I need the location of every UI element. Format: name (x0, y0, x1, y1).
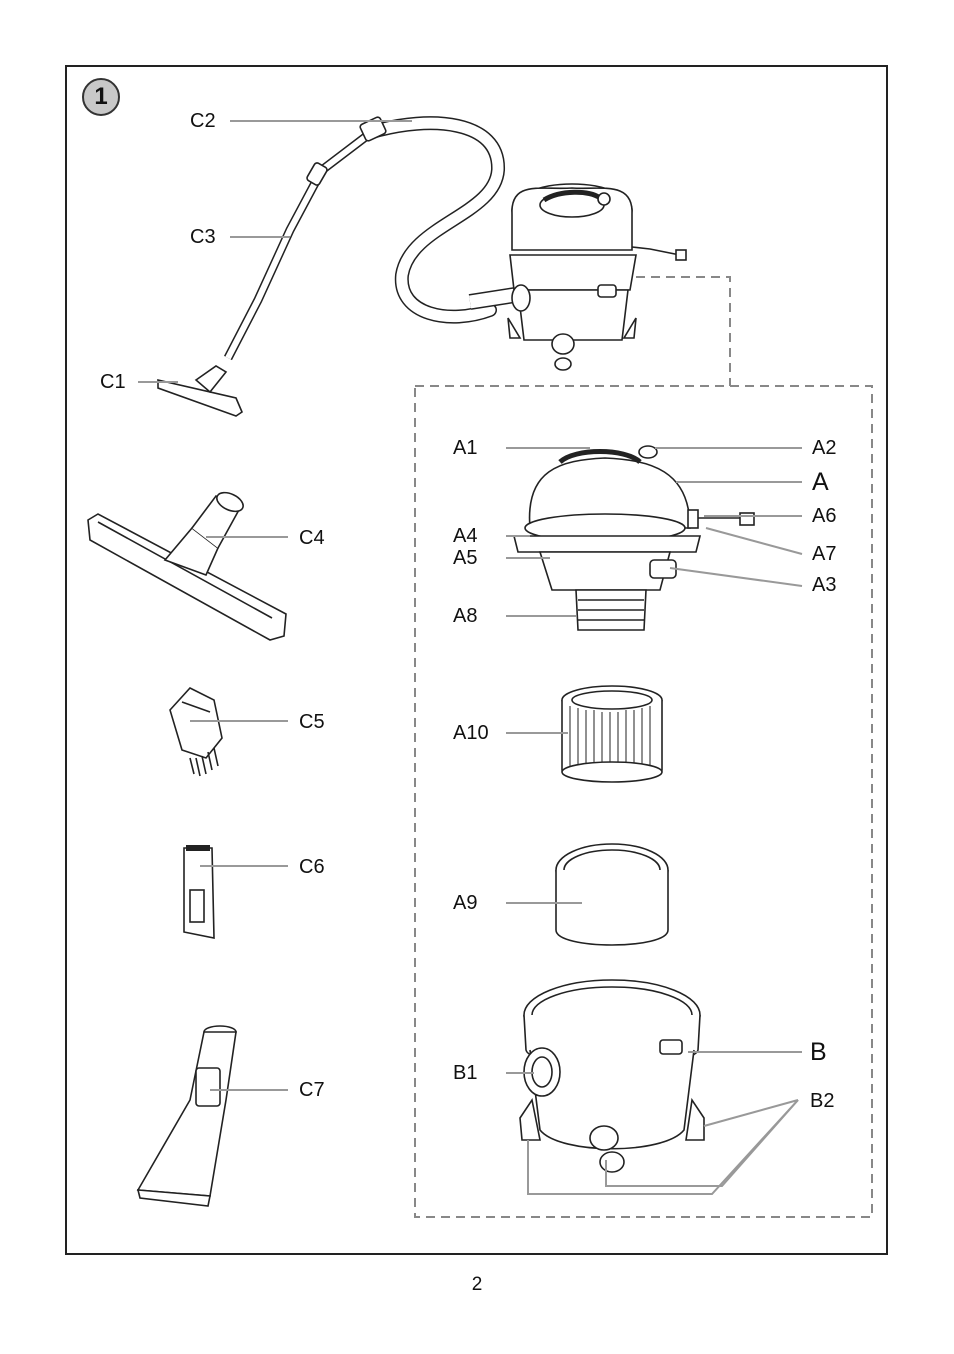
page-number: 2 (471, 1274, 483, 1295)
label-a9: A9 (453, 892, 478, 914)
label-b: B (810, 1038, 827, 1066)
label-a6: A6 (812, 505, 837, 527)
label-a1: A1 (453, 437, 478, 459)
assembled-vacuum (157, 116, 687, 417)
floor-nozzle (157, 378, 243, 417)
label-c6: C6 (299, 856, 325, 878)
label-c2: C2 (190, 110, 216, 132)
label-c3: C3 (190, 226, 216, 248)
figure-number-badge: 1 (82, 78, 120, 116)
label-a5: A5 (453, 547, 478, 569)
upholstery-nozzle-c7 (136, 1025, 237, 1207)
label-c5: C5 (299, 711, 325, 733)
floor-nozzle-c4 (87, 491, 287, 641)
label-a7: A7 (812, 543, 837, 565)
cartridge-filter (561, 685, 663, 783)
label-c7: C7 (299, 1079, 325, 1101)
dusting-brush-c5 (169, 687, 223, 777)
label-a: A (812, 468, 829, 496)
label-b1: B1 (453, 1062, 478, 1084)
label-a4: A4 (453, 525, 478, 547)
power-cord (631, 246, 681, 256)
label-a2: A2 (812, 437, 837, 459)
extension-tube (224, 128, 375, 361)
label-a3: A3 (812, 574, 837, 596)
hose (365, 116, 506, 324)
exploded-view-box (414, 276, 873, 1218)
dust-container (519, 979, 705, 1173)
label-b2: B2 (810, 1090, 835, 1112)
foam-filter (555, 843, 669, 946)
leader-lines (138, 120, 803, 1195)
label-a8: A8 (453, 605, 478, 627)
crevice-tool-c6 (183, 845, 215, 939)
motor-head (512, 445, 755, 631)
figure-frame (65, 65, 888, 1255)
label-c1: C1 (100, 371, 126, 393)
label-c4: C4 (299, 527, 325, 549)
label-a10: A10 (453, 722, 489, 744)
